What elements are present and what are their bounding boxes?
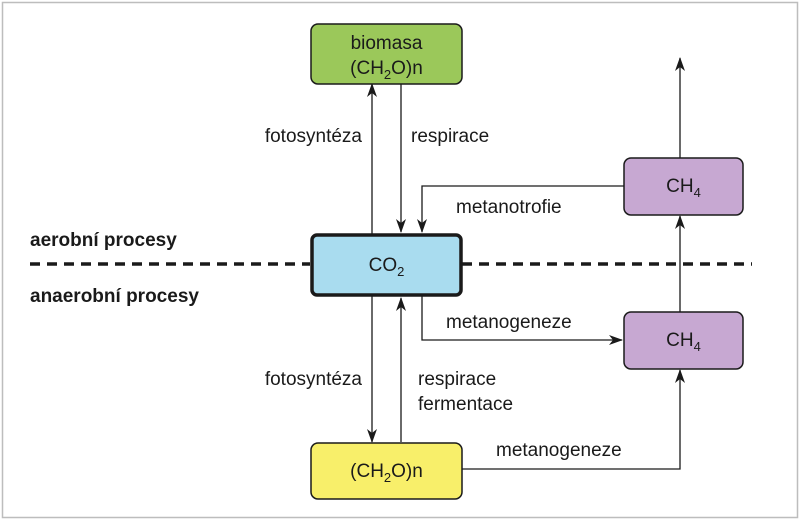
node-ch4-bottom-box <box>623 311 744 370</box>
node-ch4-bottom-label: CH4 <box>666 330 701 354</box>
node-biomass: biomasa (CH2O)n <box>310 23 463 85</box>
node-organic-box <box>310 442 463 500</box>
node-ch4-top-label: CH4 <box>666 176 701 200</box>
node-ch4-bottom: CH4 <box>623 311 744 370</box>
node-organic-formula: (CH2O)n <box>350 461 423 485</box>
node-biomass-box <box>310 23 463 85</box>
node-co2-label: CO2 <box>369 255 405 279</box>
label-photosynthesis-top: fotosyntéza <box>265 126 363 147</box>
arrow-methanogenesis-organic <box>462 369 685 470</box>
node-ch4-top: CH4 <box>623 157 744 216</box>
label-methanogenesis-organic: metanogeneze <box>496 440 622 461</box>
zone-label-aerobic: aerobní procesy <box>30 230 177 251</box>
node-organic: (CH2O)n <box>310 442 463 500</box>
arrow-methanotrophy <box>417 185 624 233</box>
label-photosynthesis-bottom: fotosyntéza <box>265 369 363 390</box>
node-biomass-title: biomasa <box>351 33 423 54</box>
node-co2: CO2 <box>310 233 463 297</box>
node-biomass-formula: (CH2O)n <box>350 58 423 82</box>
label-methanotrophy: metanotrofie <box>456 197 562 218</box>
label-respiration-top: respirace <box>411 126 489 147</box>
arrow-methanogenesis-co2 <box>421 296 623 345</box>
label-fermentation-bottom: fermentace <box>418 394 513 415</box>
zone-label-anaerobic: anaerobní procesy <box>30 286 199 307</box>
label-respiration-bottom: respirace <box>418 369 496 390</box>
node-ch4-top-box <box>623 157 744 216</box>
node-co2-box <box>310 233 463 297</box>
label-methanogenesis-co2: metanogeneze <box>446 312 572 333</box>
